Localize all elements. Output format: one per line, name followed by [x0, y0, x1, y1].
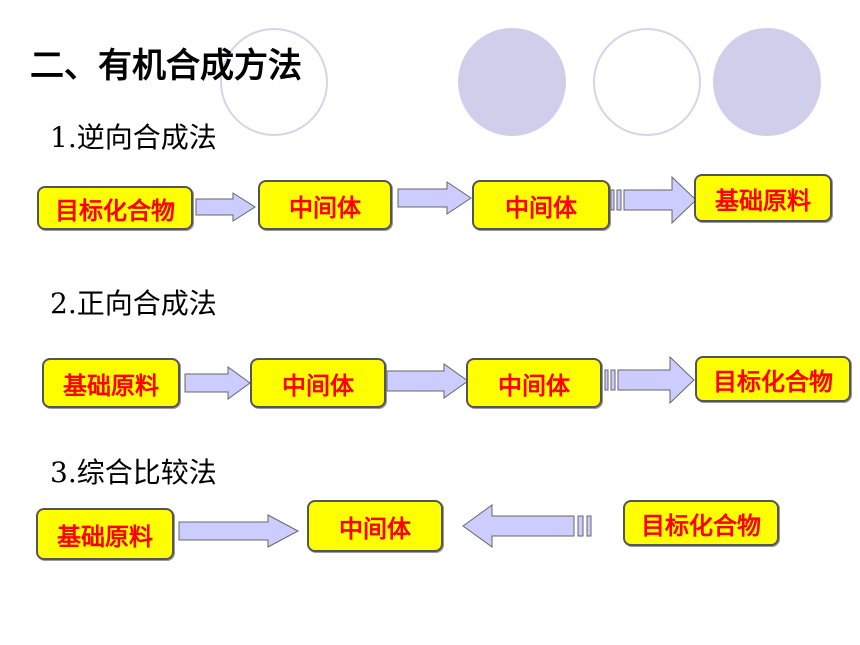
section-3-box-intermediate: 中间体 [307, 500, 443, 552]
section-1-box-target-compound: 目标化合物 [37, 186, 193, 230]
section-1-box-intermediate-2: 中间体 [472, 180, 610, 230]
decorative-circle-outline-2 [593, 28, 701, 136]
arrow-right-icon [386, 363, 469, 399]
section-2-box-intermediate-1: 中间体 [250, 358, 386, 408]
section-1-label: 1.逆向合成法 [50, 121, 217, 154]
dashed-arrow-left-icon [462, 504, 592, 548]
section-3-box-base-material: 基础原料 [36, 508, 174, 560]
section-1-box-intermediate-1: 中间体 [258, 180, 392, 230]
section-2-box-base-material: 基础原料 [42, 358, 180, 408]
section-3-box-target-compound: 目标化合物 [623, 500, 779, 546]
section-2-box-intermediate-2: 中间体 [466, 358, 602, 408]
arrow-right-icon [184, 366, 251, 400]
dashed-arrow-right-icon [610, 175, 697, 225]
section-2-label: 2.正向合成法 [50, 287, 217, 320]
decorative-circle-filled-1 [458, 28, 566, 136]
slide-title: 二、有机合成方法 [30, 46, 302, 86]
section-2-box-target-compound: 目标化合物 [695, 356, 851, 402]
arrow-right-icon [397, 181, 472, 215]
arrow-right-icon [178, 514, 300, 548]
decorative-circle-outline-1 [220, 28, 328, 136]
section-3-label: 3.综合比较法 [50, 456, 217, 489]
section-1-box-base-material: 基础原料 [694, 174, 832, 222]
decorative-circle-filled-2 [713, 28, 821, 136]
dashed-arrow-right-icon [604, 355, 695, 405]
arrow-right-icon [195, 192, 256, 222]
